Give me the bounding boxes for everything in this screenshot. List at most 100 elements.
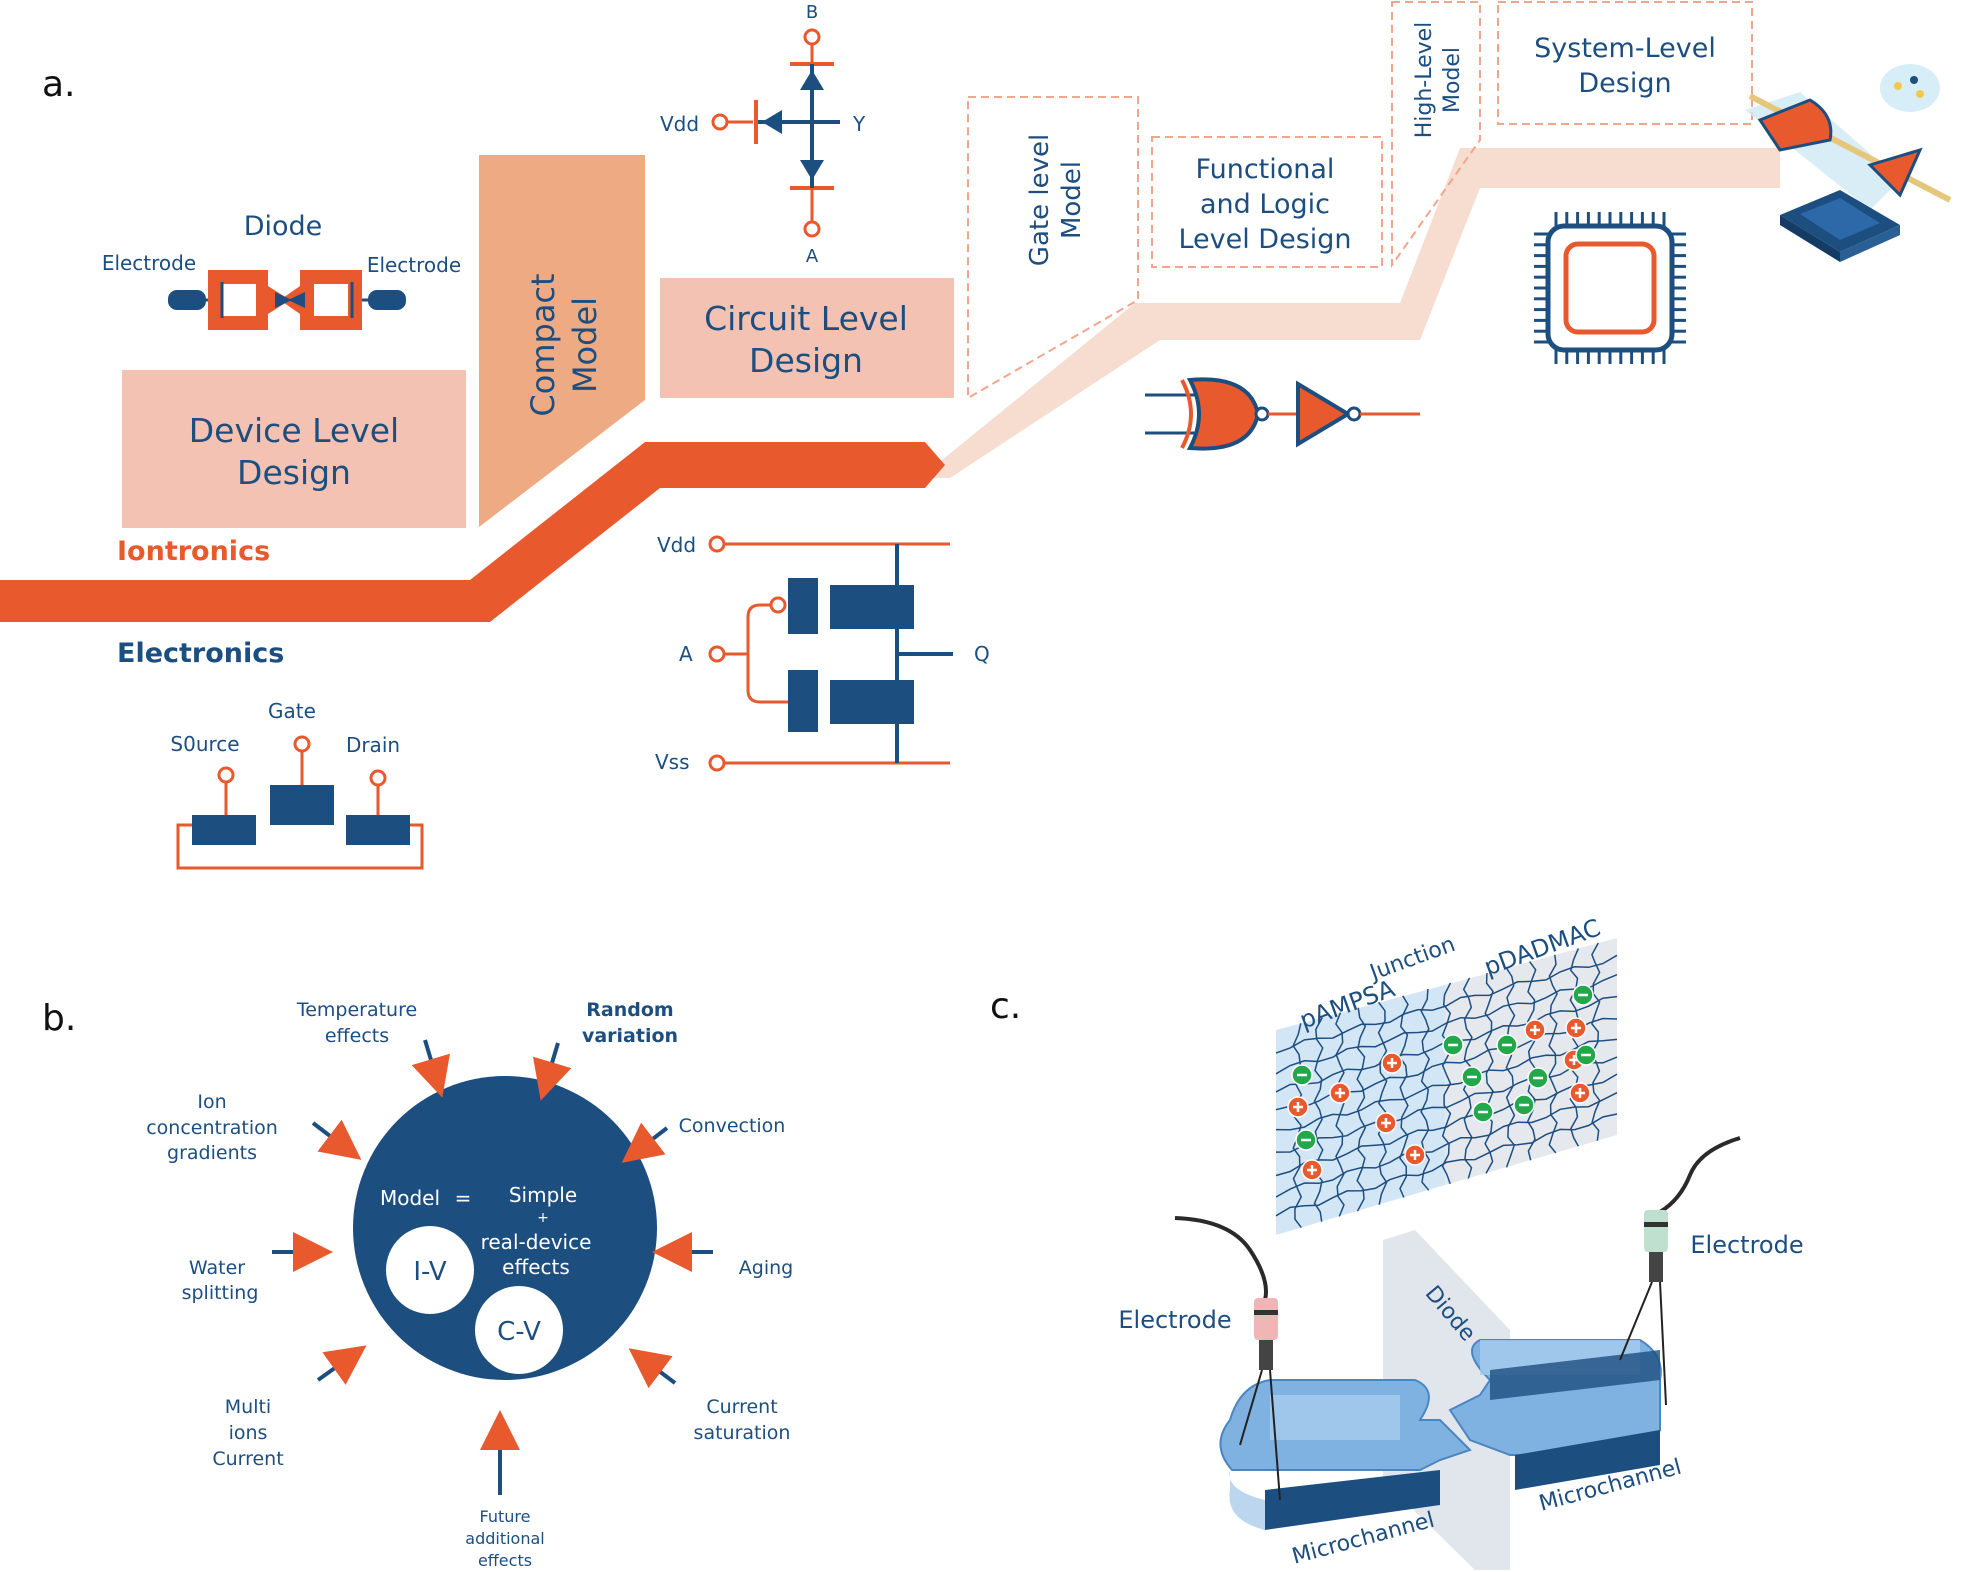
polymer-strand [1420, 988, 1431, 1191]
source-label: S0urce [170, 732, 239, 756]
panel-b: b. Model = Simple + real-device effects … [42, 998, 793, 1570]
system-illustration-icon [1745, 64, 1952, 262]
factor-multi-ions: Multi ions Current [212, 1396, 283, 1470]
drain-label: Drain [346, 733, 400, 757]
anion-icon [1513, 1094, 1535, 1116]
factor-multi-line: Multi [225, 1396, 271, 1418]
gate-level-model-box [967, 96, 1139, 400]
iv-text: I-V [413, 1257, 447, 1287]
anion-icon [1527, 1067, 1549, 1089]
functional-logic-box [1151, 136, 1383, 268]
diode-electrode-left: Electrode [102, 251, 196, 275]
ionic-diode-icon: Diode Electrode Electrode [102, 211, 461, 330]
cation-icon [1301, 1159, 1323, 1181]
inv-a-label: A [806, 246, 819, 267]
high-level-model-text: High-Level [1412, 22, 1437, 139]
cation-icon [1375, 1112, 1397, 1134]
factor-future-line: Future [480, 1507, 531, 1526]
system-level-box [1497, 1, 1753, 125]
gate-level-model-text: Gate level [1025, 134, 1055, 266]
cation-icon [1287, 1096, 1309, 1118]
device-level-box [122, 370, 466, 528]
compact-model-text: Model [566, 297, 604, 393]
panel-a-label: a. [42, 64, 76, 105]
anion-icon [1295, 1129, 1317, 1151]
polymer-strand [1484, 973, 1494, 1174]
abstraction-band [920, 148, 1780, 478]
functional-logic-text: Level Design [1178, 224, 1351, 255]
factor-water-line: Water [189, 1257, 245, 1279]
equals-text: = [455, 1186, 472, 1210]
polymer-strand [1526, 961, 1537, 1161]
gate-label: Gate [268, 699, 316, 723]
anion-icon [1461, 1066, 1483, 1088]
factor-temperature-line: effects [325, 1025, 389, 1047]
right-electrode-icon [1619, 1136, 1741, 1406]
cation-icon [1404, 1144, 1426, 1166]
polymer-strand [1275, 1113, 1618, 1217]
gate-level-model-text: Model [1057, 161, 1087, 239]
polymer-strand [1275, 1073, 1618, 1177]
circuit-level-box [660, 278, 954, 398]
factor-temperature-line: Temperature [296, 999, 417, 1021]
simple-text: Simple [509, 1183, 577, 1207]
factor-water-splitting: Water splitting [182, 1257, 259, 1304]
factor-future: Future additional effects [465, 1507, 544, 1570]
cmos-vss-label: Vss [655, 750, 690, 774]
cation-icon [1381, 1052, 1403, 1074]
polymer-strand [1335, 1012, 1345, 1217]
factor-current-saturation: Current saturation [694, 1396, 791, 1444]
diode-electrode-right: Electrode [367, 253, 461, 277]
electronics-label: Electronics [117, 638, 284, 669]
polymer-strand [1441, 982, 1452, 1185]
factor-ion-line: Ion [197, 1091, 226, 1113]
factor-ion-line: gradients [167, 1142, 257, 1164]
factor-convection: Convection [679, 1115, 786, 1137]
polymer-strand [1356, 1007, 1367, 1212]
functional-logic-text: Functional [1196, 154, 1335, 185]
cation-icon [1329, 1082, 1351, 1104]
microchannel-device [1219, 1339, 1662, 1530]
system-level-text: Design [1578, 68, 1671, 99]
anion-icon [1291, 1064, 1313, 1086]
left-electrode-label: Electrode [1118, 1306, 1231, 1334]
factor-random-line: Random [586, 999, 673, 1021]
system-level-text: System-Level [1534, 33, 1716, 64]
cv-circle [475, 1286, 563, 1374]
polymer-strand [1590, 942, 1601, 1141]
diode-title: Diode [244, 211, 323, 242]
high-level-model-box [1391, 1, 1481, 269]
right-electrode-label: Electrode [1690, 1231, 1803, 1259]
cmos-a-label: A [679, 642, 693, 666]
compact-model-text: Compact [524, 273, 562, 416]
model-text: Model [380, 1186, 440, 1210]
plus-text: + [537, 1210, 549, 1226]
cmos-inverter-schematic: Vdd A Q Vss [655, 533, 990, 774]
ion-markers [1287, 984, 1597, 1181]
factor-random: Random variation [582, 999, 678, 1047]
cmos-q-label: Q [974, 642, 990, 666]
polymer-strand [1313, 1017, 1324, 1222]
factor-aging: Aging [739, 1257, 793, 1279]
anion-icon [1572, 984, 1594, 1006]
factor-future-line: effects [478, 1551, 532, 1570]
factor-ion-line: concentration [146, 1117, 278, 1139]
device-level-text: Device Level [189, 411, 399, 450]
polymer-strand [1275, 1092, 1618, 1198]
anion-icon [1575, 1044, 1597, 1066]
effects-text: effects [502, 1255, 570, 1279]
circuit-level-text: Design [749, 341, 863, 380]
cv-text: C-V [497, 1317, 541, 1347]
factor-saturation-line: Current [706, 1396, 777, 1418]
functional-logic-text: and Logic [1200, 189, 1330, 220]
polymer-strand [1275, 1038, 1618, 1131]
factor-multi-line: Current [212, 1448, 283, 1470]
anion-icon [1472, 1101, 1494, 1123]
polymer-strand [1377, 1001, 1388, 1205]
logic-gates-icon [1145, 377, 1420, 451]
polymer-strand [1548, 954, 1558, 1154]
inv-b-label: B [806, 2, 818, 23]
left-electrode-icon [1174, 1216, 1281, 1501]
anion-icon [1496, 1034, 1518, 1056]
